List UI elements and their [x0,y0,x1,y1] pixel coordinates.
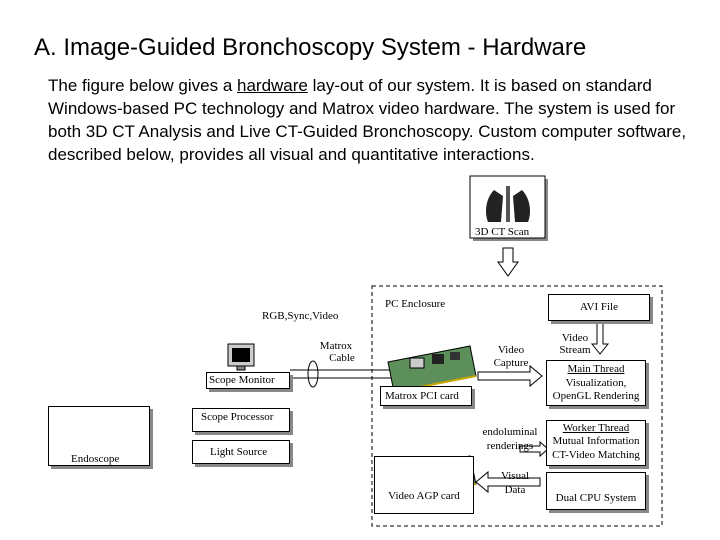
matrox-cable-label-1: Matrox [319,340,353,352]
paragraph-pre: The figure below gives a [48,76,237,95]
light-source-label: Light Source [210,446,268,458]
video-capture-label-2: Capture [493,357,529,369]
dual-cpu-label: Dual CPU System [555,492,637,504]
video-stream-label-1: Video [561,332,589,344]
endoscope-label: Endoscope [71,453,120,465]
scope-monitor-box: Scope Monitor [206,372,290,389]
matrox-pci-label: Matrox PCI card [385,390,459,402]
cable-ring-icon [307,360,319,388]
slide-title: A. Image-Guided Bronchoscopy System - Ha… [34,34,587,61]
ct-scan-label: 3D CT Scan [475,226,530,238]
video-stream-label-2: Stream [559,344,591,356]
video-capture-arrow [477,364,543,388]
monitor-icon [227,343,255,371]
ct-to-pc-arrow [497,247,519,277]
scope-processor-box: Scope Processor [192,408,290,432]
worker-thread-label: Worker Thread [562,422,630,434]
endoscope-box: Endoscope [48,406,150,466]
light-source-box: Light Source [192,440,290,464]
video-agp-label: Video AGP card [388,490,460,502]
main-thread-desc-2: OpenGL Rendering [552,390,640,402]
endoluminal-label-2: renderings [486,440,534,452]
matrox-cable-label-2: Cable [329,352,355,364]
endoluminal-arrow [519,440,549,458]
visual-data-arrow [475,470,541,494]
main-thread-label: Main Thread [567,363,625,375]
avi-file-label: AVI File [580,301,618,313]
paragraph-underlined-word: hardware [237,76,308,95]
worker-thread-desc-1: Mutual Information [552,435,640,447]
rgb-sync-video-label: RGB,Sync,Video [262,310,339,322]
scope-monitor-label: Scope Monitor [209,374,275,386]
ct-lung-image [485,185,531,223]
main-thread-box: Main Thread Visualization, OpenGL Render… [546,360,646,406]
paragraph-post: lay-out of our system. It is based on st… [48,76,687,164]
pc-enclosure-boundary [371,285,663,527]
video-capture-label-1: Video [497,344,525,356]
worker-thread-desc-2: CT-Video Matching [552,449,640,461]
video-stream-arrow [590,321,610,355]
main-thread-desc-1: Visualization, [565,377,627,389]
video-agp-box: Video AGP card [374,456,474,514]
pc-enclosure-label: PC Enclosure [385,298,446,310]
scope-processor-label: Scope Processor [201,411,274,423]
dual-cpu-box: Dual CPU System [546,472,646,510]
endoluminal-label-1: endoluminal [482,426,538,438]
worker-thread-box: Worker Thread Mutual Information CT-Vide… [546,420,646,466]
visual-data-label-1: Visual [500,470,530,482]
visual-data-label-2: Data [504,484,526,496]
avi-file-box: AVI File [548,294,650,321]
matrox-pci-box: Matrox PCI card [380,386,472,406]
description-paragraph: The figure below gives a hardware lay-ou… [48,74,688,166]
